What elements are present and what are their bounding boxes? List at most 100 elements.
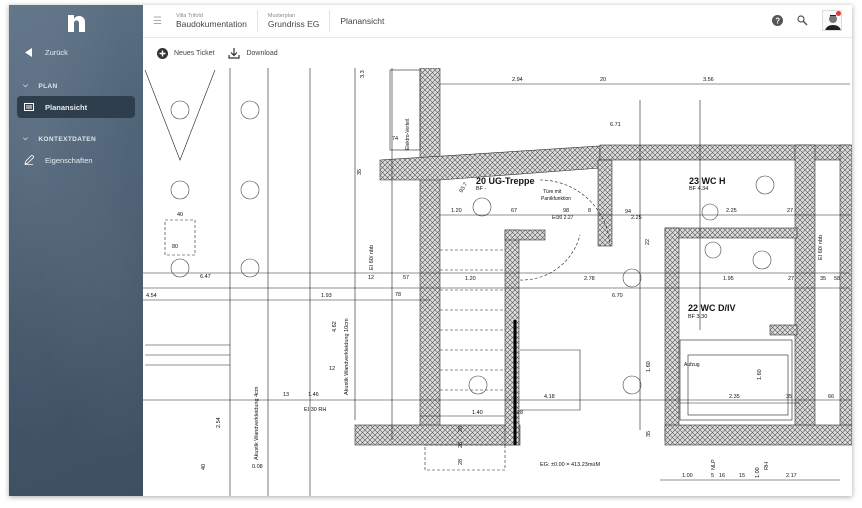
dim: 35 [646,431,652,437]
dim: 35 [357,169,363,175]
dim: 74 [392,136,398,142]
dim: 3.3 [360,70,366,78]
new-ticket-button[interactable]: Neues Ticket [157,47,215,59]
note: Akustik Wandverkleidung 4cm [254,386,260,460]
dimension-lines [143,68,850,496]
crumb-context: Musterplan [267,13,296,19]
breadcrumb-planansicht: Planansicht [330,10,394,32]
sidebar-item-planansicht[interactable]: Planansicht [17,96,135,118]
dim: 4.18 [544,394,555,400]
dim: 12 [368,275,374,281]
note: Elektro-Verteil. [405,117,411,150]
room-area: BF - [476,186,487,192]
dim: 80 [172,244,178,250]
dim: 22 [645,239,651,245]
dim: 35 [820,276,826,282]
app-window: Zurück ⌵PLAN Planansicht ⌵ KONTEXTDATEN E… [9,5,852,496]
room-label[interactable]: 23 WC H [689,176,726,186]
sidebar-item-label: Planansicht [45,102,88,112]
dim: 2.25 [631,215,642,221]
dim: 28 [458,442,464,448]
crumb-label: Planansicht [340,16,385,26]
dim: 28 [517,410,523,416]
floor-plan-drawing[interactable]: 20 UG-Treppe BF - 23 WC H BF 4.34 22 WC … [143,68,852,496]
dim: 40 [201,464,207,470]
dim: 0.08 [252,464,263,470]
download-label: Download [246,49,278,57]
dim: 2.35 [729,394,740,400]
dim: 2.25 [726,208,737,214]
walls [354,68,852,446]
dim: 3.56 [703,77,714,83]
dim: 66 [828,394,834,400]
room-label[interactable]: 20 UG-Treppe [476,176,535,186]
section-kontext-label: KONTEXTDATEN [38,135,97,143]
download-icon [228,47,241,59]
dimension-labels: 2.94 20 3.56 6.71 1.20 67 98 8 2.25 2.25… [146,70,840,479]
dim: 1.20 [451,208,462,214]
dim: 4.62 [332,321,338,332]
dim: 6.47 [200,274,211,280]
plan-view-icon [23,103,35,111]
sidebar: Zurück ⌵PLAN Planansicht ⌵ KONTEXTDATEN E… [9,5,143,496]
dim: 1.46 [308,392,319,398]
dim: 93.7 [459,182,470,194]
dim: 2.54 [216,417,222,428]
chevron-down-icon: ⌵ [23,135,29,142]
note: NLP [711,459,717,470]
app-logo [68,15,85,32]
plan-labels: 20 UG-Treppe BF - 23 WC H BF 4.34 22 WC … [146,70,840,479]
dim: 28 [458,459,464,465]
plus-circle-icon [157,47,168,59]
dim: 58 [834,276,840,282]
dim: 78 [395,292,401,298]
note: EI 30 RH [304,407,326,413]
svg-text:?: ? [775,17,780,26]
room-label[interactable]: 22 WC D/IV [688,303,736,313]
download-button[interactable]: Download [228,47,278,59]
back-button[interactable]: Zurück [17,41,135,63]
section-plan[interactable]: ⌵PLAN [23,82,58,90]
dim: 1.00 [755,467,761,478]
dim: 4.54 [146,293,157,299]
room-area: BF 4.34 [689,186,708,192]
floor-plan-viewer[interactable]: 20 UG-Treppe BF - 23 WC H BF 4.34 22 WC … [143,68,852,496]
dim: 1.60 [646,361,652,372]
back-arrow-icon [23,47,35,57]
sidebar-item-eigenschaften[interactable]: Eigenschaften [17,149,135,171]
dim: 57 [403,275,409,281]
dim: 27 [788,276,794,282]
dim: 28 [458,426,464,432]
menu-collapse-icon[interactable]: ☰ [153,15,162,27]
ceiling-lights [170,100,775,395]
elevation-note: EG: ±0.00 = 413.23müM [540,462,600,468]
dim: 2.17 [786,473,797,479]
search-icon[interactable] [797,15,808,26]
section-kontextdaten[interactable]: ⌵ KONTEXTDATEN [23,135,96,143]
dim: 16 [719,473,725,479]
new-ticket-label: Neues Ticket [174,49,215,57]
dim: 6.71 [610,122,621,128]
note: Aufzug [684,362,700,368]
dim: 35 [786,394,792,400]
toolbar: Neues Ticket Download [143,38,852,68]
dim: 40 [177,212,183,218]
note: Türe mit [543,189,562,195]
dim: 13 [283,392,289,398]
dim: 6.70 [612,293,623,299]
dim: 20 [600,77,606,83]
back-label: Zurück [45,47,68,57]
dim: 2.78 [584,276,595,282]
room-area: BF 3.30 [688,314,707,320]
section-plan-label: PLAN [38,82,58,90]
help-icon[interactable]: ? [772,15,783,26]
crumb-label: Baudokumentation [175,19,247,29]
dim: 5 [711,473,714,479]
dim: 1.40 [472,410,483,416]
dim: 1.95 [723,276,734,282]
note: Akustik Wandverkleidung 10cm [344,318,350,395]
avatar[interactable] [822,10,842,31]
dim: 1.00 [682,473,693,479]
